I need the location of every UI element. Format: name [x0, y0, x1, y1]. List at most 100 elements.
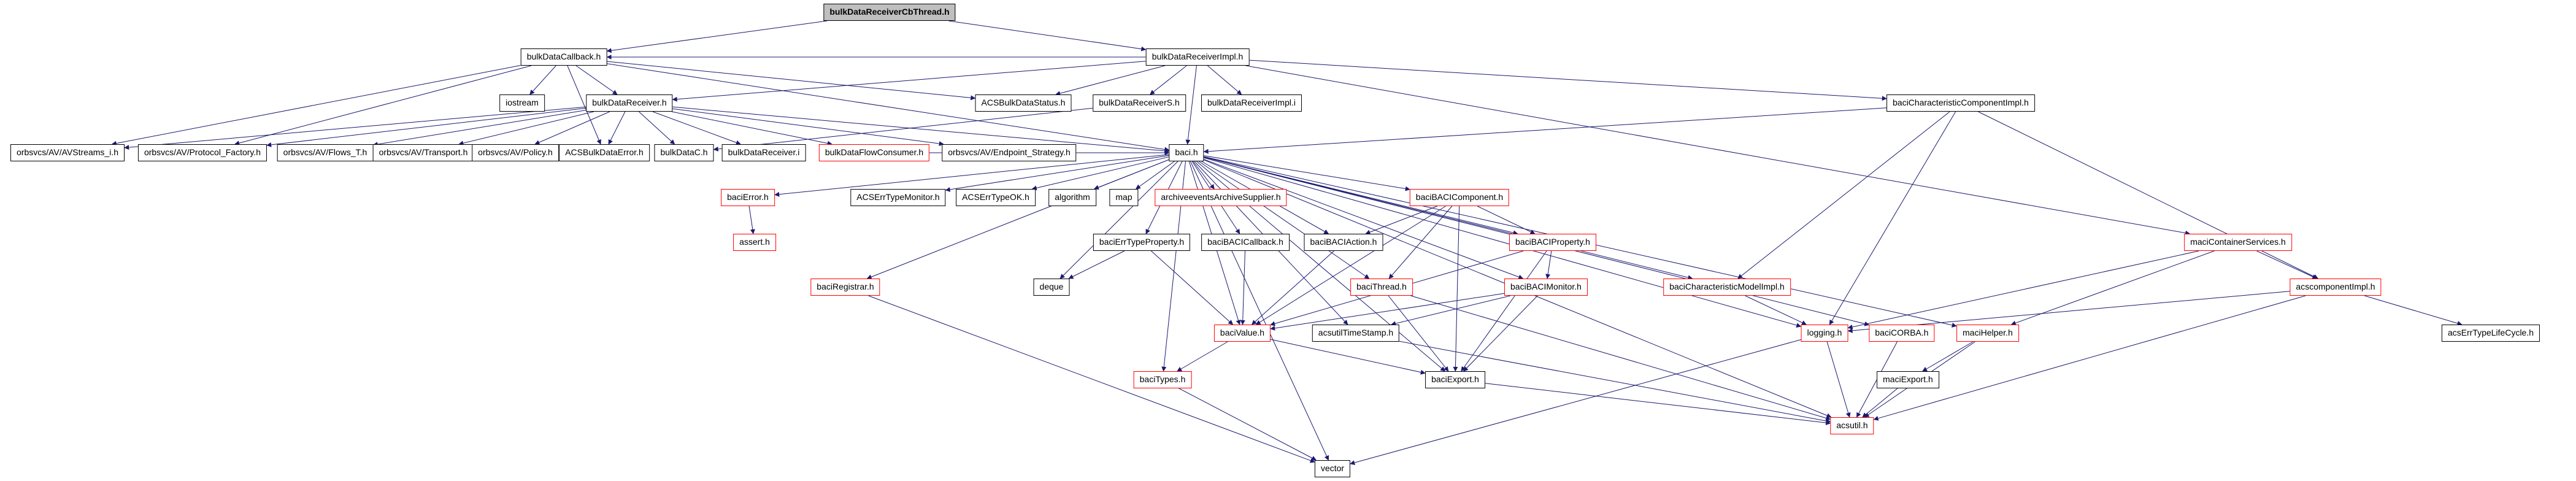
edge-baciThread_h--baciExport_h [1388, 295, 1449, 372]
edge-bulkDataReceiver_h--Transport_h [458, 111, 594, 146]
edge-bulkDataReceiverImpl_h--baciCharacteristicComponentImpl_h [1249, 60, 1887, 101]
graph-node-assert_h[interactable]: assert.h [733, 234, 776, 251]
graph-node-baciCharacteristicComponentImpl_h[interactable]: baciCharacteristicComponentImpl.h [1886, 94, 2035, 112]
graph-node-baciBACIProperty_h[interactable]: baciBACIProperty.h [1509, 234, 1596, 251]
graph-node-bulkDataC_h[interactable]: bulkDataC.h [654, 144, 714, 161]
graph-node-AVStreams_i_h[interactable]: orbsvcs/AV/AVStreams_i.h [10, 144, 125, 161]
edge-baciBACIComponent_h--baciExport_h [1453, 206, 1460, 372]
edge-bulkDataReceiver_h--AVStreams_i_h [124, 106, 586, 150]
graph-node-bulkDataFlowConsumer_h[interactable]: bulkDataFlowConsumer.h [818, 144, 930, 161]
edge-bulkDataReceiver_h--bulkDataFlowConsumer_h [671, 111, 832, 146]
edge-bulkDataReceiverCbThread_h--bulkDataReceiverImpl_h [948, 20, 1147, 52]
edge-bulkDataReceiver_h--baci_h [672, 106, 1170, 153]
graph-node-baciRegistrar_h[interactable]: baciRegistrar.h [810, 279, 880, 296]
edge-bulkDataCallback_h--baci_h [607, 63, 1170, 152]
edge-bulkDataReceiver_h--ACSBulkDataError_h [608, 111, 626, 145]
edge-baci_h--baciError_h [774, 154, 1169, 197]
edge-bulkDataCallback_h--iostream [529, 65, 556, 95]
graph-node-maciExport_h[interactable]: maciExport.h [1877, 371, 1939, 388]
edge-bulkDataReceiver_h--Endpoint_Strategy_h [672, 108, 944, 147]
graph-node-bulkDataReceiverImpl_i[interactable]: bulkDataReceiverImpl.i [1201, 94, 1302, 112]
edge-bulkDataReceiver_h--Flows_T_h [372, 110, 586, 147]
edge-bulkDataCallback_h--ACSBulkDataError_h [567, 65, 601, 145]
graph-node-ACSBulkDataStatus_h[interactable]: ACSBulkDataStatus.h [975, 94, 1072, 112]
edge-baci_h--deque [1059, 161, 1178, 279]
edge-baci_h--vector [1190, 161, 1329, 461]
edge-baciRegistrar_h--vector [868, 295, 1315, 463]
graph-node-bulkDataReceiverImpl_h[interactable]: bulkDataReceiverImpl.h [1145, 48, 1250, 66]
graph-node-baciError_h[interactable]: baciError.h [721, 189, 775, 206]
graph-node-bulkDataReceiverS_h[interactable]: bulkDataReceiverS.h [1093, 94, 1186, 112]
edge-baciCharacteristicComponentImpl_h--acscomponentImpl_h [1978, 111, 2319, 279]
edge-bulkDataCallback_h--bulkDataReceiver_h [575, 65, 618, 95]
graph-node-baciValue_h[interactable]: baciValue.h [1213, 325, 1271, 342]
graph-node-Flows_T_h[interactable]: orbsvcs/AV/Flows_T.h [277, 144, 374, 161]
graph-node-baciBACICallback_h[interactable]: baciBACICallback.h [1201, 234, 1290, 251]
edge-acscomponentImpl_h--acsErrTypeLifeCycle_h [2364, 295, 2463, 326]
graph-node-logging_h[interactable]: logging.h [1801, 325, 1848, 342]
edge-baciCharacteristicComponentImpl_h--baciCharacteristicModelImpl_h [1737, 111, 1950, 279]
edge-bulkDataReceiver_h--bulkDataC_h [639, 111, 675, 145]
graph-node-baciThread_h[interactable]: baciThread.h [1350, 279, 1413, 296]
graph-node-ACSErrTypeMonitor_h[interactable]: ACSErrTypeMonitor.h [850, 189, 946, 206]
graph-node-Policy_h[interactable]: orbsvcs/AV/Policy.h [472, 144, 559, 161]
graph-node-Transport_h[interactable]: orbsvcs/AV/Transport.h [372, 144, 474, 161]
edge-baci_h--baciBACIComponent_h [1204, 155, 1410, 191]
graph-node-algorithm[interactable]: algorithm [1048, 189, 1096, 206]
graph-node-maciHelper_h[interactable]: maciHelper.h [1956, 325, 2019, 342]
graph-node-iostream[interactable]: iostream [499, 94, 545, 112]
graph-node-acsutilTimeStamp_h[interactable]: acsutilTimeStamp.h [1312, 325, 1400, 342]
graph-node-archiveeventsArchiveSupplier_h[interactable]: archiveeventsArchiveSupplier.h [1155, 189, 1287, 206]
edge-baci_h--ACSErrTypeMonitor_h [945, 155, 1169, 192]
edge-baciBACICallback_h--baciValue_h [1240, 250, 1245, 325]
edge-baciBACIProperty_h--baciBACIMonitor_h [1545, 250, 1552, 279]
edge-baci_h--baciThread_h [1199, 161, 1370, 279]
edge-baciBACIComponent_h--baciValue_h [1255, 206, 1446, 325]
graph-node-acsErrTypeLifeCycle_h[interactable]: acsErrTypeLifeCycle.h [2441, 325, 2540, 342]
edge-bulkDataReceiverImpl_h--bulkDataReceiver_h [672, 61, 1146, 102]
graph-node-baciBACIAction_h[interactable]: baciBACIAction.h [1304, 234, 1383, 251]
edge-bulkDataReceiverImpl_h--bulkDataReceiverS_h [1150, 65, 1187, 95]
graph-node-Endpoint_Strategy_h[interactable]: orbsvcs/AV/Endpoint_Strategy.h [942, 144, 1077, 161]
graph-node-ACSErrTypeOK_h[interactable]: ACSErrTypeOK.h [956, 189, 1036, 206]
graph-node-ACSBulkDataError_h[interactable]: ACSBulkDataError.h [559, 144, 650, 161]
edge-baciBACIMonitor_h--acsutilTimeStamp_h [1391, 295, 1511, 326]
edge-acsutilTimeStamp_h--acsutil_h [1399, 341, 1831, 424]
edge-baci_h--baciBACIMonitor_h [1204, 159, 1524, 280]
edge-maciContainerServices_h--maciHelper_h [2010, 250, 2215, 326]
graph-node-deque[interactable]: deque [1033, 279, 1070, 296]
edge-logging_h--acsutil_h [1826, 341, 1851, 418]
edge-baciCharacteristicModelImpl_h--logging_h [1745, 295, 1807, 325]
edge-acscomponentImpl_h--acsutil_h [1873, 295, 2306, 421]
edge-maciExport_h--acsutil_h [1862, 388, 1898, 418]
graph-node-baciExport_h[interactable]: baciExport.h [1425, 371, 1485, 388]
graph-node-bulkDataReceiver_h[interactable]: bulkDataReceiver.h [586, 94, 673, 112]
graph-node-baciBACIComponent_h[interactable]: baciBACIComponent.h [1409, 189, 1510, 206]
graph-node-baci_h[interactable]: baci.h [1169, 144, 1204, 161]
graph-node-Protocol_Factory_h[interactable]: orbsvcs/AV/Protocol_Factory.h [137, 144, 267, 161]
graph-node-baciBACIMonitor_h[interactable]: baciBACIMonitor.h [1504, 279, 1588, 296]
edge-baciCharacteristicComponentImpl_h--logging_h [1829, 111, 1956, 325]
graph-node-baciErrTypeProperty_h[interactable]: baciErrTypeProperty.h [1093, 234, 1191, 251]
graph-node-map[interactable]: map [1109, 189, 1139, 206]
edge-baciValue_h--baciTypes_h [1177, 341, 1228, 372]
graph-node-bulkDataCallback_h[interactable]: bulkDataCallback.h [520, 48, 607, 66]
graph-node-bulkDataReceiver_i[interactable]: bulkDataReceiver.i [721, 144, 806, 161]
graph-node-acsutil_h[interactable]: acsutil.h [1830, 417, 1874, 434]
edge-baciValue_h--baciExport_h [1270, 339, 1426, 375]
graph-node-maciContainerServices_h[interactable]: maciContainerServices.h [2184, 234, 2292, 251]
edge-baciBACIProperty_h--baciExport_h [1461, 250, 1547, 372]
edge-baci_h--ACSErrTypeOK_h [1031, 156, 1169, 191]
graph-node-vector[interactable]: vector [1314, 460, 1351, 477]
graph-node-baciTypes_h[interactable]: baciTypes.h [1133, 371, 1192, 388]
graph-node-acscomponentImpl_h[interactable]: acscomponentImpl.h [2290, 279, 2382, 296]
edge-acscomponentImpl_h--logging_h [1847, 291, 2290, 333]
graph-node-baciCORBA_h[interactable]: baciCORBA.h [1869, 325, 1935, 342]
edge-bulkDataReceiverS_h--bulkDataC_h [713, 107, 1093, 152]
edge-baciExport_h--acsutil_h [1485, 383, 1831, 426]
edge-bulkDataReceiverCbThread_h--bulkDataCallback_h [606, 20, 828, 53]
graph-node-baciCharacteristicModelImpl_h[interactable]: baciCharacteristicModelImpl.h [1663, 279, 1791, 296]
